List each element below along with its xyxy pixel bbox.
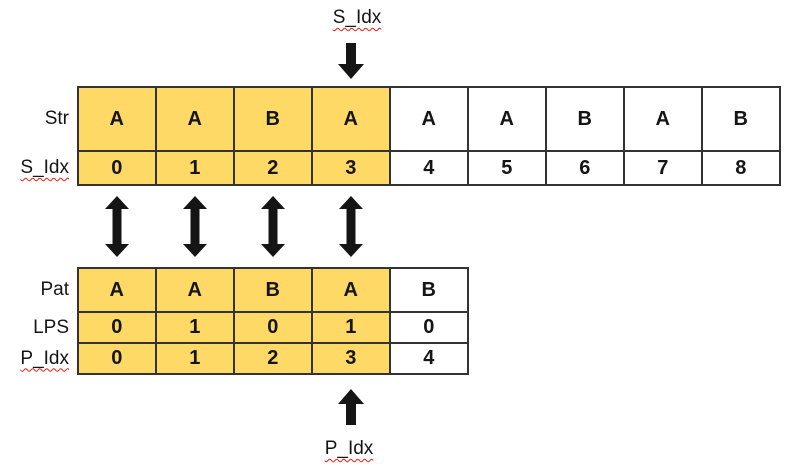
pat-cell-3: A: [313, 269, 389, 311]
str-cell-8: B: [703, 88, 779, 150]
s-idx-cell-5: 5: [469, 152, 545, 184]
lps-cell-2: 0: [235, 313, 311, 342]
s-idx-cell-0: 0: [79, 152, 155, 184]
pat-cell-2: B: [235, 269, 311, 311]
match-double-arrow-icon-1: [183, 196, 207, 257]
pat-cell-4: B: [391, 269, 467, 311]
match-double-arrow-icon-3: [339, 196, 363, 257]
p-idx-cell-2: 2: [235, 344, 311, 373]
str-cell-6: B: [547, 88, 623, 150]
s-idx-cell-2: 2: [235, 152, 311, 184]
pat-cell-1: A: [157, 269, 233, 311]
str-cell-7: A: [625, 88, 701, 150]
p-idx-cell-4: 4: [391, 344, 467, 373]
p-idx-cell-3: 3: [313, 344, 389, 373]
str-cell-1: A: [157, 88, 233, 150]
row-label-s-idx: S_Idx: [20, 157, 69, 178]
pat-cell-0: A: [79, 269, 155, 311]
str-cell-2: B: [235, 88, 311, 150]
lps-cell-3: 1: [313, 313, 389, 342]
s-idx-cell-4: 4: [391, 152, 467, 184]
s-idx-cell-8: 8: [703, 152, 779, 184]
match-double-arrow-icon-0: [105, 196, 129, 257]
p-idx-cell-1: 1: [157, 344, 233, 373]
lps-cell-4: 0: [391, 313, 467, 342]
row-label-p-idx: P_Idx: [20, 347, 69, 369]
row-label-lps: LPS: [33, 316, 69, 338]
row-label-pat: Pat: [40, 279, 69, 300]
up-arrow-icon: [338, 389, 364, 425]
top-pointer-label: S_Idx: [332, 7, 382, 28]
lps-cell-0: 0: [79, 313, 155, 342]
str-cell-4: A: [391, 88, 467, 150]
down-arrow-icon: [338, 43, 364, 79]
match-double-arrow-icon-2: [261, 196, 285, 257]
str-cell-3: A: [313, 88, 389, 150]
s-idx-cell-3: 3: [313, 152, 389, 184]
str-cell-5: A: [469, 88, 545, 150]
bottom-pointer-label: P_Idx: [324, 438, 374, 459]
s-idx-cell-6: 6: [547, 152, 623, 184]
row-label-str: Str: [44, 108, 69, 129]
s-idx-cell-1: 1: [157, 152, 233, 184]
p-idx-cell-0: 0: [79, 344, 155, 373]
s-idx-cell-7: 7: [625, 152, 701, 184]
lps-cell-1: 1: [157, 313, 233, 342]
str-cell-0: A: [79, 88, 155, 150]
